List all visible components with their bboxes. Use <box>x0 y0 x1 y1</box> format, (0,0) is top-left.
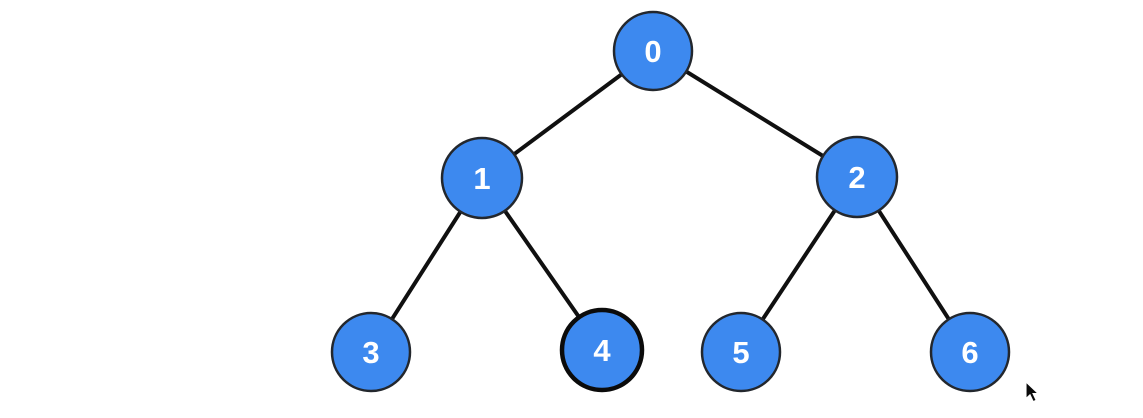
tree-node-circle-5 <box>700 311 782 393</box>
tree-node-5: 5 <box>700 311 782 393</box>
tree-node-6: 6 <box>929 311 1011 393</box>
tree-node-label-4: 4 <box>593 333 611 368</box>
tree-node-label-0: 0 <box>644 34 661 69</box>
mouse-cursor-icon <box>1025 380 1040 403</box>
tree-nodes-layer: 0 1 2 3 4 5 6 <box>330 10 1011 393</box>
tree-node-label-2: 2 <box>848 160 865 195</box>
tree-node-circle-6 <box>929 311 1011 393</box>
tree-node-1: 1 <box>440 136 524 220</box>
tree-node-label-5: 5 <box>732 335 749 370</box>
tree-node-circle-3 <box>330 311 412 393</box>
tree-node-circle-1 <box>440 136 524 220</box>
tree-node-circle-4 <box>559 307 645 393</box>
tree-node-label-6: 6 <box>961 335 978 370</box>
tree-node-4: 4 <box>559 307 645 393</box>
tree-node-circle-2 <box>815 135 899 219</box>
tree-node-circle-0 <box>612 10 694 92</box>
tree-node-label-3: 3 <box>362 335 379 370</box>
mouse-cursor-layer <box>1025 380 1040 403</box>
tree-node-3: 3 <box>330 311 412 393</box>
tree-node-label-1: 1 <box>473 161 490 196</box>
tree-node-2: 2 <box>815 135 899 219</box>
tree-node-0: 0 <box>612 10 694 92</box>
